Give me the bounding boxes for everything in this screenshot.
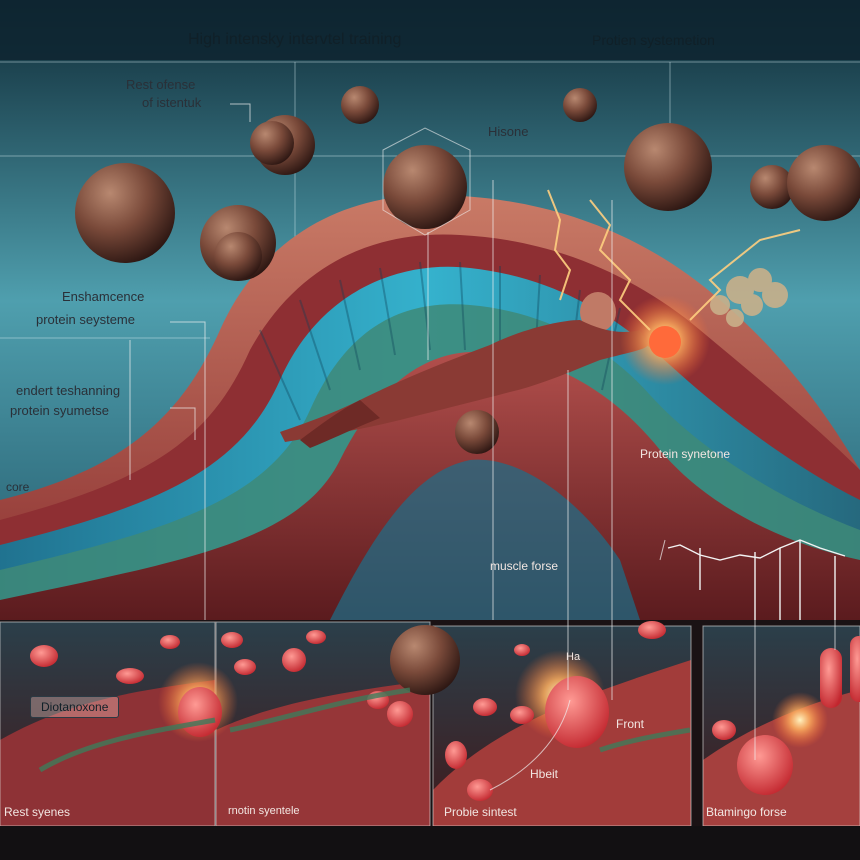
panel-sphere-brown: [390, 625, 460, 695]
label-rest-syenes: Rest syenes: [4, 805, 71, 819]
label-protein-synetone: Protein synetone: [640, 447, 731, 461]
label-endert-line1: endert teshanning: [16, 383, 121, 398]
lightning-bolts: [547, 189, 801, 331]
label-probie-sintest: Probie sintest: [444, 805, 517, 819]
label-ha: Ha: [566, 651, 581, 663]
hexagon-outline: [382, 127, 471, 236]
label-front: Front: [616, 717, 645, 731]
human-figure: [280, 292, 648, 448]
label-hbeit: Hbeit: [530, 767, 559, 781]
label-muscle-force: muscle forse: [490, 559, 559, 573]
panel-callout-lines: [489, 620, 836, 791]
label-endert-line2: protein syumetse: [10, 403, 109, 418]
floating-spheres: [75, 86, 860, 454]
callout-lines: [129, 103, 666, 620]
energy-sphere-orange: [649, 326, 681, 358]
protein-clump: [710, 268, 788, 327]
label-btamingo-forse: Btamingo forse: [706, 805, 787, 819]
title-training: High intensky intervtel training: [188, 31, 402, 48]
label-core: core: [6, 480, 30, 494]
label-rest-line2: of istentuk: [142, 95, 202, 110]
title-protein-synthesis: Protien systemetion: [592, 32, 715, 48]
red-blood-cells: [30, 621, 860, 801]
top-dark-band: [0, 0, 860, 60]
label-diotanoxone-box: Diotanoxone: [30, 696, 120, 718]
label-hisone: Hisone: [488, 124, 529, 139]
label-enhance-line1: Enshamcence: [62, 289, 145, 304]
mini-line-graph: [667, 539, 846, 620]
label-enhance-line2: protein seysteme: [36, 312, 135, 327]
label-rnotin-syentele: rnotin syentele: [228, 805, 300, 817]
label-rest-line1: Rest ofense: [126, 77, 196, 92]
panel-fibers: [38, 687, 691, 773]
